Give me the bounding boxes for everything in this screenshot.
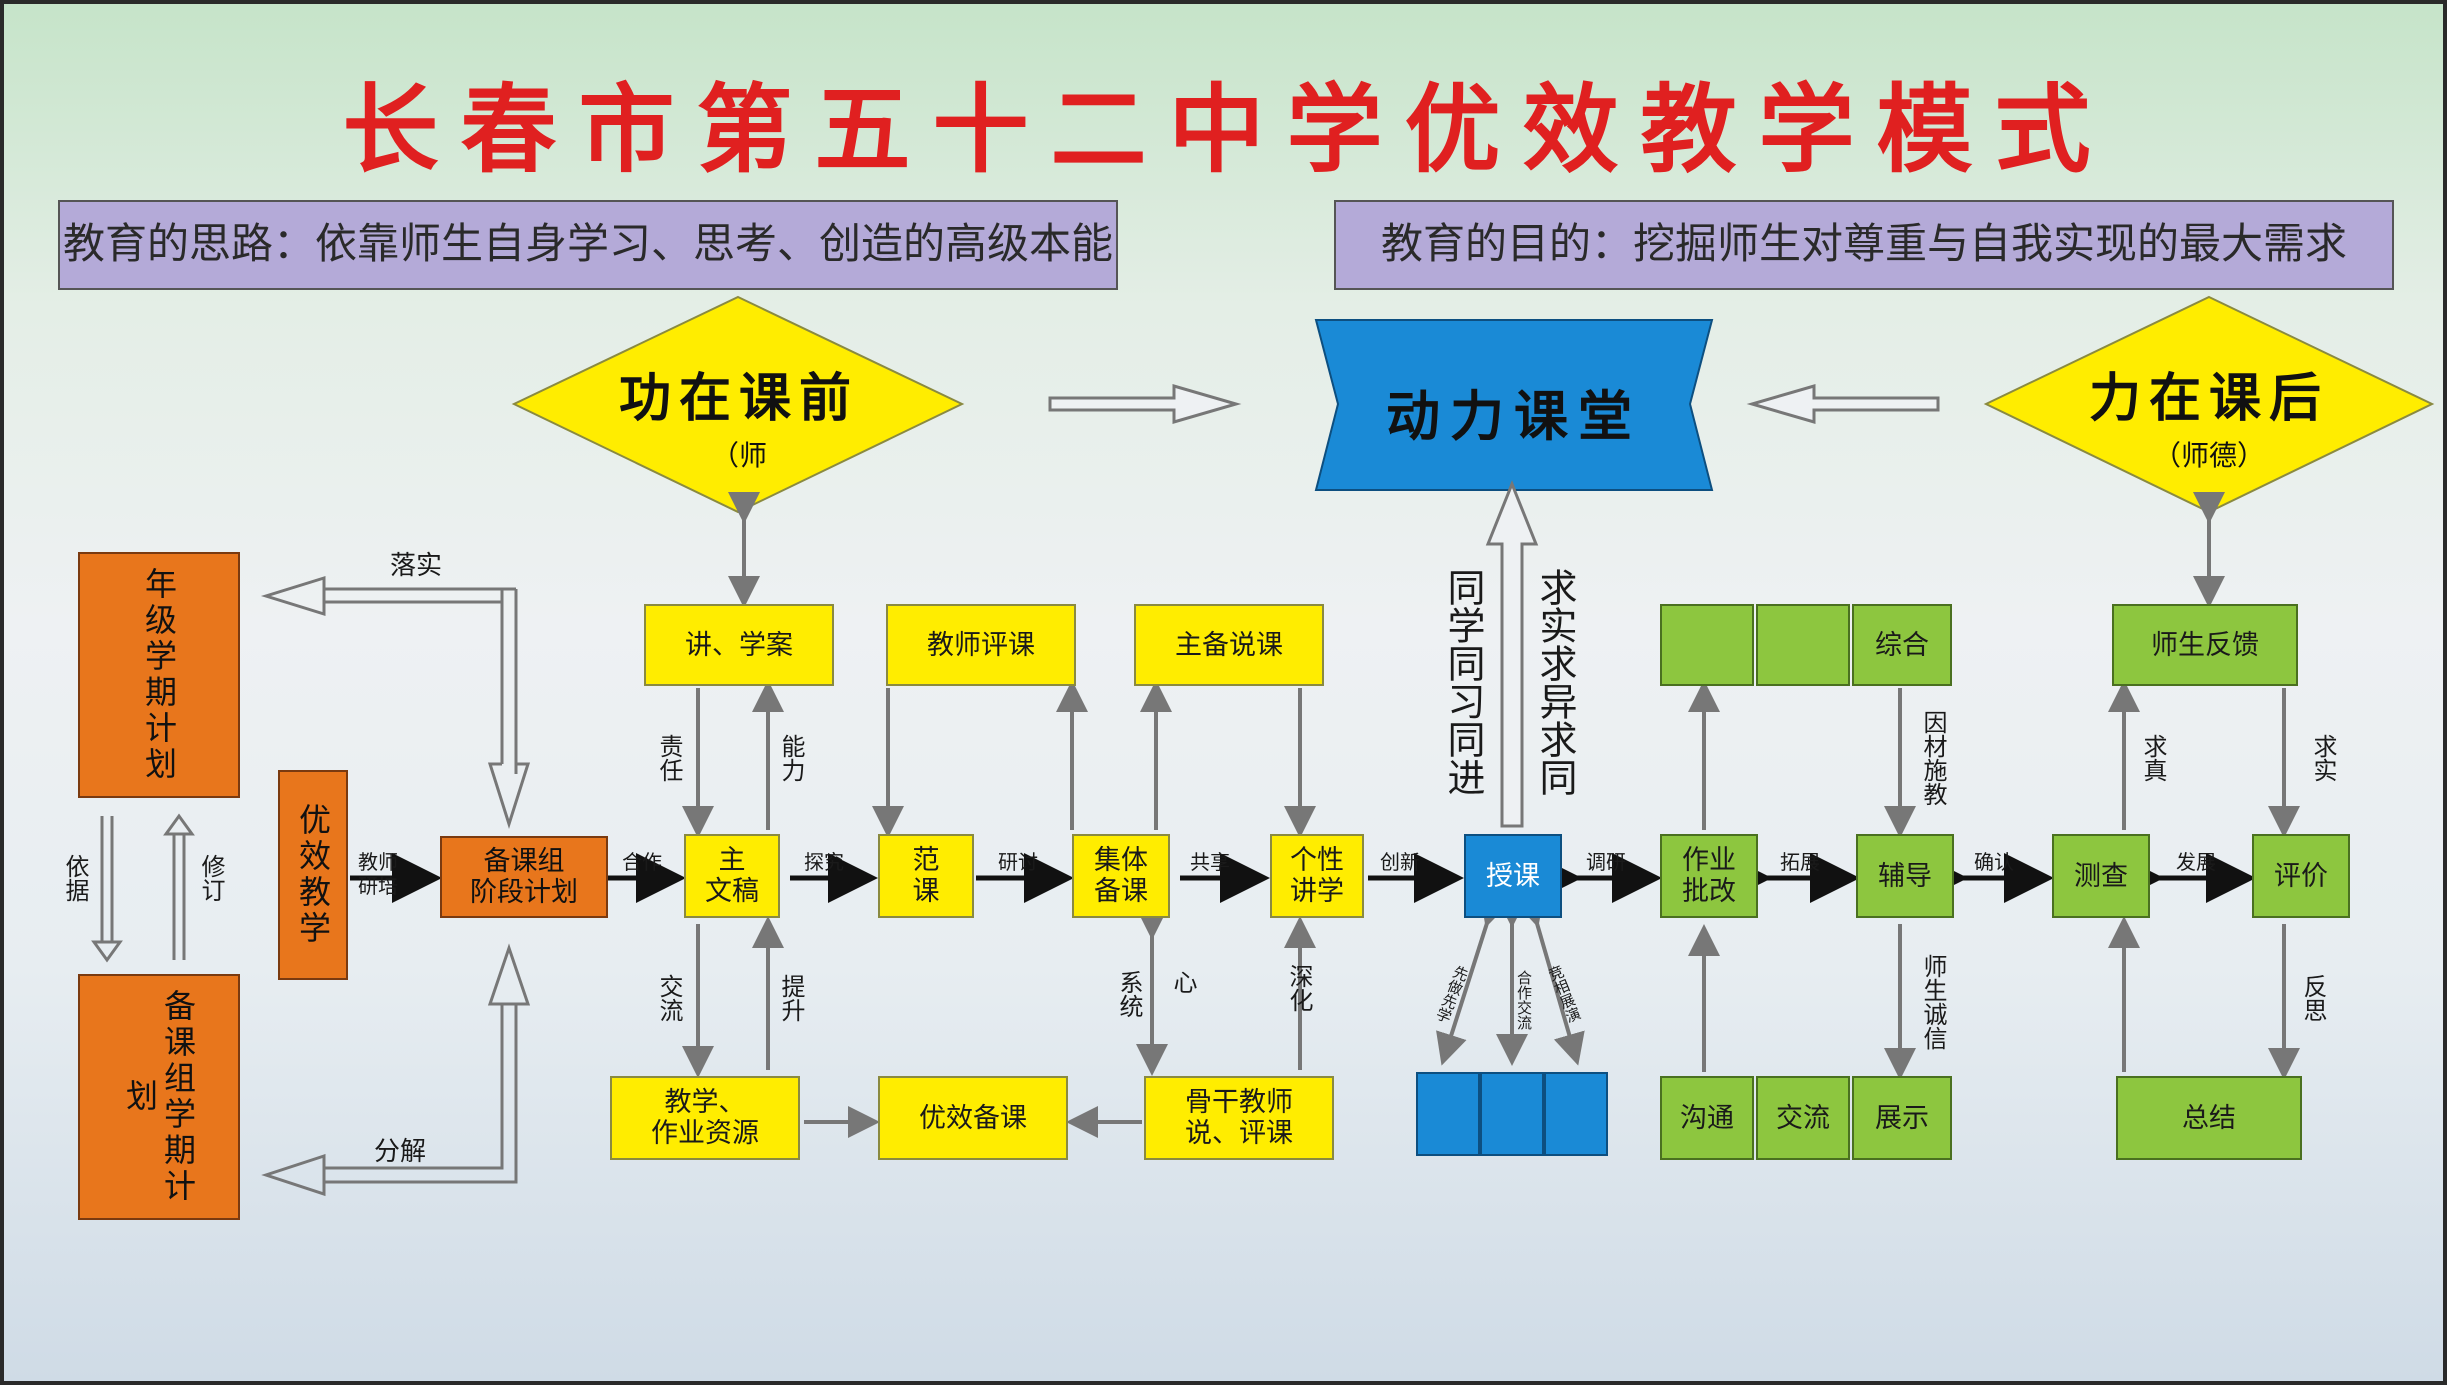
label-luoshi: 落实 bbox=[390, 551, 443, 581]
teaching-resources: 教学、 作业资源 bbox=[610, 1076, 800, 1160]
label-nengli: 能力 bbox=[777, 734, 805, 782]
label-xiuding: 修订 bbox=[197, 854, 225, 902]
label-hezuo: 合作 bbox=[622, 850, 662, 874]
label-jiaoliu: 交流 bbox=[655, 974, 683, 1022]
group-semester-plan: 备课组学期计划 bbox=[78, 974, 240, 1220]
dynamic-classroom-label: 动力课堂 bbox=[1386, 385, 1642, 448]
label-zeren: 责任 bbox=[655, 734, 683, 782]
arrow-yiju bbox=[91, 816, 123, 963]
label-fenjie: 分解 bbox=[374, 1137, 427, 1167]
label-fansi: 反思 bbox=[2299, 974, 2327, 1022]
teacher-review: 教师评课 bbox=[886, 604, 1076, 686]
personal-lecture: 个性 讲学 bbox=[1270, 834, 1364, 918]
demo-lesson: 范 课 bbox=[878, 834, 974, 918]
banner-education-goal: 教育的目的：挖掘师生对尊重与自我实现的最大需求 bbox=[1334, 200, 2394, 290]
lecture-study-plan: 讲、学案 bbox=[644, 604, 834, 686]
label-queren: 确认 bbox=[1974, 850, 2014, 874]
effective-prep: 优效备课 bbox=[878, 1076, 1068, 1160]
communicate: 沟通 bbox=[1660, 1076, 1754, 1160]
connector-layer bbox=[91, 295, 2435, 1197]
diamond-before-title: 功在课前 bbox=[618, 369, 859, 429]
blue-box-3 bbox=[1544, 1072, 1608, 1156]
summary: 总结 bbox=[2116, 1076, 2302, 1160]
effective-teaching: 优效教学 bbox=[278, 770, 348, 980]
arrow-up-to-center bbox=[1485, 479, 1539, 828]
label-tisheng: 提升 bbox=[777, 974, 805, 1022]
arrow-fenjie-path bbox=[324, 1004, 518, 1184]
label-qiushi: 求实 bbox=[2309, 734, 2337, 782]
arrow-left-to-center bbox=[1048, 384, 1242, 424]
label-fazhan: 发展 bbox=[2176, 850, 2216, 874]
label-qiuzhen: 求真 bbox=[2139, 734, 2167, 782]
grade-semester-plan: 年级学期计划 bbox=[78, 552, 240, 798]
showcase: 展示 bbox=[1852, 1076, 1952, 1160]
main-draft: 主 文稿 bbox=[684, 834, 780, 918]
label-jiaoshi-yanpei: 教师 研培 bbox=[358, 850, 398, 898]
label-yiju: 依据 bbox=[61, 854, 89, 902]
exchange-box: 交流 bbox=[1756, 1076, 1850, 1160]
blue-box-1 bbox=[1416, 1072, 1480, 1156]
backbone-teacher-review: 骨干教师 说、评课 bbox=[1144, 1076, 1334, 1160]
evaluation: 评价 bbox=[2252, 834, 2350, 918]
feedback: 师生反馈 bbox=[2112, 604, 2298, 686]
arrow-xiuding bbox=[163, 813, 195, 960]
group-stage-plan: 备课组 阶段计划 bbox=[440, 836, 608, 918]
label-tiaoyan: 调研 bbox=[1586, 850, 1626, 874]
label-xitong: 系统 bbox=[1115, 970, 1143, 1018]
banner-education-idea: 教育的思路：依靠师生自身学习、思考、创造的高级本能 bbox=[58, 200, 1118, 290]
collective-prep: 集体 备课 bbox=[1072, 834, 1170, 918]
label-shisheng-chengxin: 师生诚信 bbox=[1919, 954, 1947, 1050]
page-title: 长春市第五十二中学优效教学模式 bbox=[342, 73, 2113, 186]
lead-prep-talk: 主备说课 bbox=[1134, 604, 1324, 686]
label-tanjiu: 探究 bbox=[804, 850, 844, 874]
diamond-after-sub: （师德） bbox=[2152, 439, 2265, 472]
label-gongxiang: 共享 bbox=[1190, 850, 1230, 874]
homework-grading: 作业 批改 bbox=[1660, 834, 1758, 918]
diamond-after-title: 力在课后 bbox=[2088, 369, 2329, 429]
dynamic-classroom-shape bbox=[1314, 319, 1714, 491]
label-hezuo-jiaoliu: 合作交流 bbox=[1515, 970, 1533, 1030]
arrow-luoshi-path bbox=[500, 589, 518, 774]
assessment: 测查 bbox=[2052, 834, 2150, 918]
label-tuozhan: 拓展 bbox=[1780, 850, 1820, 874]
teaching-class: 授课 bbox=[1464, 834, 1562, 918]
tutoring: 辅导 bbox=[1856, 834, 1954, 918]
diamond-before-sub: （师 bbox=[710, 439, 767, 472]
arrow-right-to-center bbox=[1746, 384, 1940, 424]
label-qiushi-long: 求实求异求同 bbox=[1533, 568, 1577, 796]
blue-box-2 bbox=[1480, 1072, 1544, 1156]
comprehensive: 综合 bbox=[1852, 604, 1952, 686]
label-yantao: 研讨 bbox=[998, 850, 1038, 874]
label-chuangxin: 创新 bbox=[1380, 850, 1420, 874]
label-shenhua: 深化 bbox=[1285, 964, 1313, 1012]
green-box-2 bbox=[1756, 604, 1850, 686]
label-tongxue: 同学同习同进 bbox=[1441, 568, 1485, 796]
green-box-1 bbox=[1660, 604, 1754, 686]
label-xin: 心 bbox=[1169, 970, 1197, 994]
label-yincai: 因材施教 bbox=[1919, 710, 1947, 806]
